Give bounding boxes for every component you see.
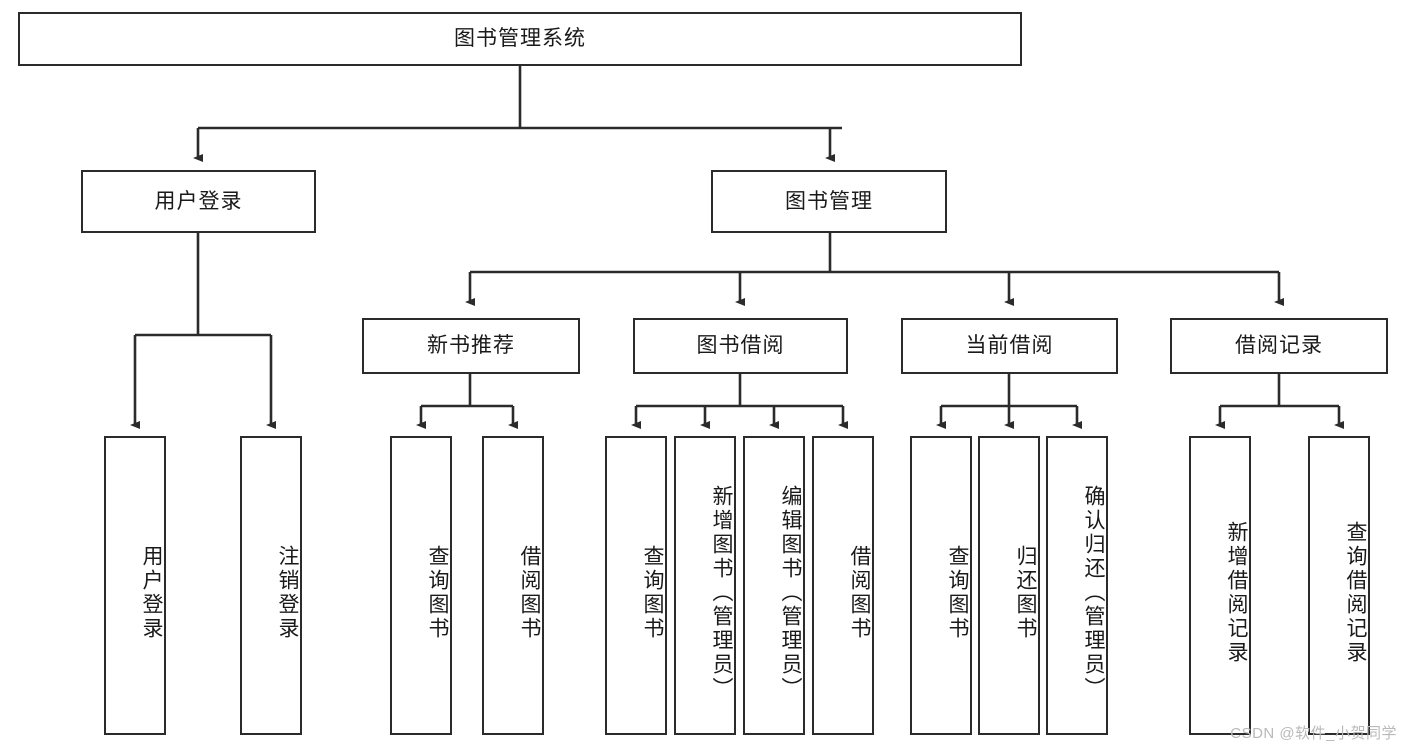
leaf-book-borrow-1-label: 查询图书 <box>641 544 664 641</box>
node-book-management[interactable]: 图书管理 <box>711 170 947 233</box>
node-book-management-label: 图书管理 <box>785 189 873 213</box>
leaf-new-book-2-label: 借阅图书 <box>518 544 541 641</box>
leaf-user-login-2-label: 注销登录 <box>276 544 299 641</box>
leaf-book-borrow-1[interactable]: 查询图书 <box>605 436 667 735</box>
node-root[interactable]: 图书管理系统 <box>18 12 1022 66</box>
node-borrow-record-label: 借阅记录 <box>1235 334 1323 358</box>
leaf-book-borrow-4-label: 借阅图书 <box>848 544 871 641</box>
node-current-borrow[interactable]: 当前借阅 <box>901 318 1118 374</box>
leaf-book-borrow-4[interactable]: 借阅图书 <box>812 436 874 735</box>
leaf-current-borrow-3-label: 确认归还（管理员） <box>1082 484 1105 701</box>
node-root-label: 图书管理系统 <box>454 27 586 51</box>
leaf-book-borrow-3[interactable]: 编辑图书（管理员） <box>743 436 805 735</box>
leaf-new-book-1-label: 查询图书 <box>426 544 449 641</box>
leaf-current-borrow-2[interactable]: 归还图书 <box>978 436 1040 735</box>
leaf-current-borrow-2-label: 归还图书 <box>1014 544 1037 641</box>
leaf-current-borrow-1[interactable]: 查询图书 <box>910 436 972 735</box>
leaf-current-borrow-1-label: 查询图书 <box>946 544 969 641</box>
leaf-borrow-record-1[interactable]: 新增借阅记录 <box>1189 436 1251 735</box>
watermark-text: CSDN @软件_小贺同学 <box>1230 725 1397 742</box>
node-user-login[interactable]: 用户登录 <box>81 170 316 233</box>
leaf-user-login-1-label: 用户登录 <box>140 544 163 641</box>
leaf-user-login-1[interactable]: 用户登录 <box>104 436 166 735</box>
leaf-borrow-record-2[interactable]: 查询借阅记录 <box>1308 436 1370 735</box>
leaf-current-borrow-3[interactable]: 确认归还（管理员） <box>1046 436 1108 735</box>
node-book-borrow[interactable]: 图书借阅 <box>633 318 848 374</box>
node-new-book-recommend-label: 新书推荐 <box>427 334 515 358</box>
leaf-borrow-record-2-label: 查询借阅记录 <box>1344 520 1367 665</box>
leaf-book-borrow-3-label: 编辑图书（管理员） <box>779 484 802 701</box>
node-current-borrow-label: 当前借阅 <box>965 334 1054 358</box>
node-book-borrow-label: 图书借阅 <box>696 334 785 358</box>
leaf-book-borrow-2-label: 新增图书（管理员） <box>710 484 733 701</box>
leaf-borrow-record-1-label: 新增借阅记录 <box>1225 520 1248 665</box>
leaf-book-borrow-2[interactable]: 新增图书（管理员） <box>674 436 736 735</box>
leaf-user-login-2[interactable]: 注销登录 <box>240 436 302 735</box>
leaf-new-book-2[interactable]: 借阅图书 <box>482 436 544 735</box>
node-user-login-label: 用户登录 <box>154 189 243 213</box>
leaf-new-book-1[interactable]: 查询图书 <box>390 436 452 735</box>
node-borrow-record[interactable]: 借阅记录 <box>1170 318 1388 374</box>
node-new-book-recommend[interactable]: 新书推荐 <box>362 318 580 374</box>
